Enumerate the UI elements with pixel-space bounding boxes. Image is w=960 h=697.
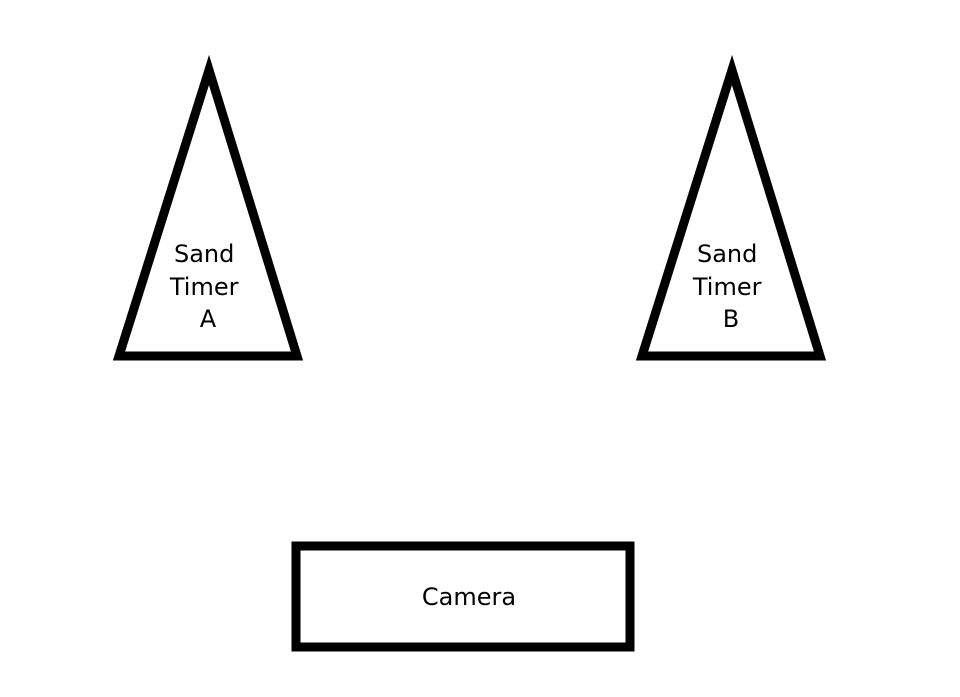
sand-timer-a-line-3: A bbox=[200, 305, 217, 333]
sand-timer-b-line-1: Sand bbox=[697, 240, 757, 268]
camera-box bbox=[291, 541, 635, 652]
sand-timer-a-line-1: Sand bbox=[174, 240, 234, 268]
sand-timer-a-triangle bbox=[112, 54, 304, 361]
sand-timer-b: Sand Timer B bbox=[635, 54, 827, 361]
sand-timer-b-line-2: Timer bbox=[692, 273, 762, 301]
sand-timer-b-line-3: B bbox=[723, 305, 739, 333]
camera-label: Camera bbox=[422, 583, 516, 611]
sand-timer-b-label: Sand Timer B bbox=[692, 240, 769, 333]
sand-timer-a: Sand Timer A bbox=[112, 54, 304, 361]
camera: Camera bbox=[291, 541, 635, 652]
sand-timer-a-line-2: Timer bbox=[169, 273, 239, 301]
sand-timer-a-label: Sand Timer A bbox=[169, 240, 246, 333]
sand-timer-b-triangle bbox=[635, 54, 827, 361]
